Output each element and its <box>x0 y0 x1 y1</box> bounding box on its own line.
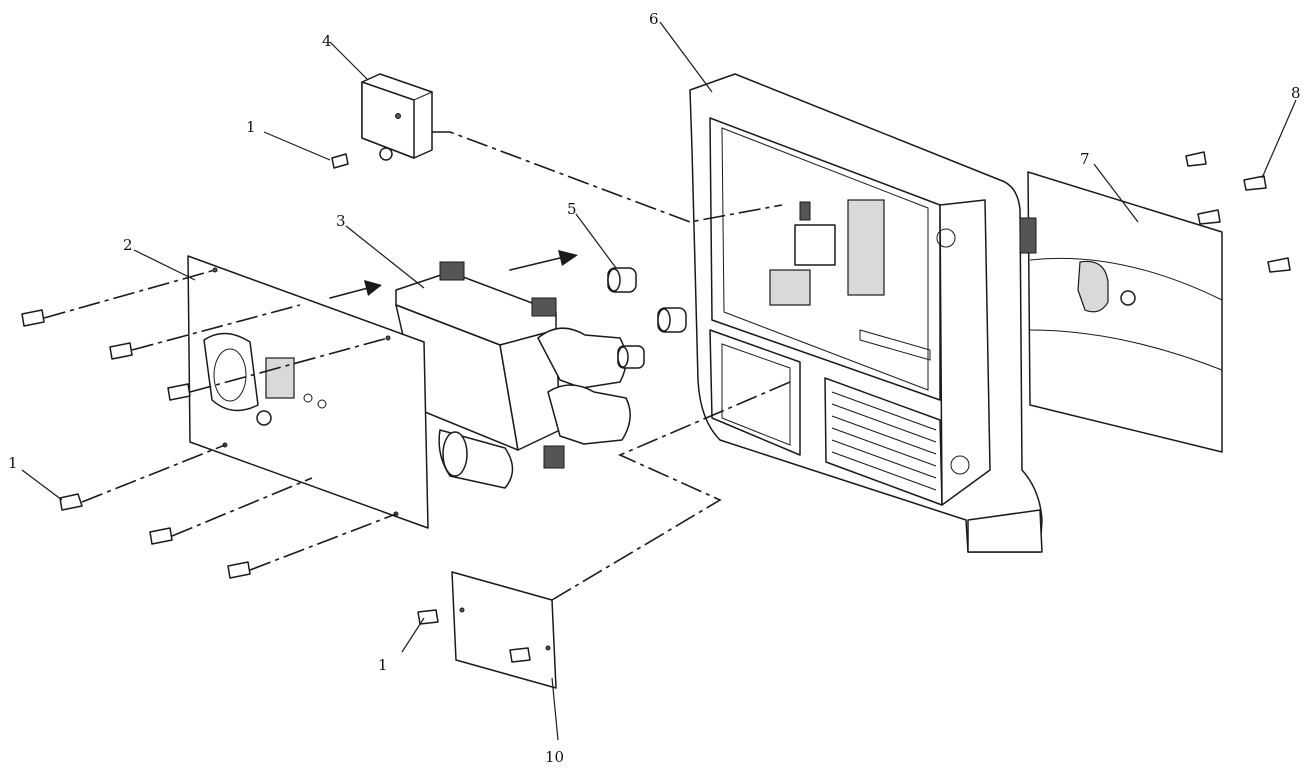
part-1-screws <box>21 153 531 663</box>
part-8-screws <box>1185 151 1291 273</box>
part-3-module <box>395 261 631 489</box>
callout-6: 6 <box>649 10 659 28</box>
callout-2: 2 <box>123 236 133 254</box>
callout-3: 3 <box>336 212 346 230</box>
callout-8: 8 <box>1291 84 1301 102</box>
callout-1-top: 1 <box>246 118 256 136</box>
direction-arrows <box>329 250 578 299</box>
part-6-front-frame <box>689 73 1043 553</box>
leader-lines <box>21 21 1297 741</box>
assembly-lines <box>43 131 791 601</box>
callout-7: 7 <box>1080 150 1090 168</box>
callout-1-bottom: 1 <box>378 656 388 674</box>
callout-10: 10 <box>545 748 564 766</box>
callout-4: 4 <box>322 32 332 50</box>
part-10-cover-plate <box>451 571 557 689</box>
part-5-bushings <box>607 267 687 369</box>
part-2-front-plate <box>187 255 429 529</box>
callout-1-left: 1 <box>8 454 18 472</box>
callout-labels: 4 1 2 3 5 6 7 8 1 1 10 <box>8 10 1301 766</box>
part-4-box <box>361 73 434 161</box>
callout-5: 5 <box>567 200 577 218</box>
part-7-side-panel <box>1019 171 1223 453</box>
